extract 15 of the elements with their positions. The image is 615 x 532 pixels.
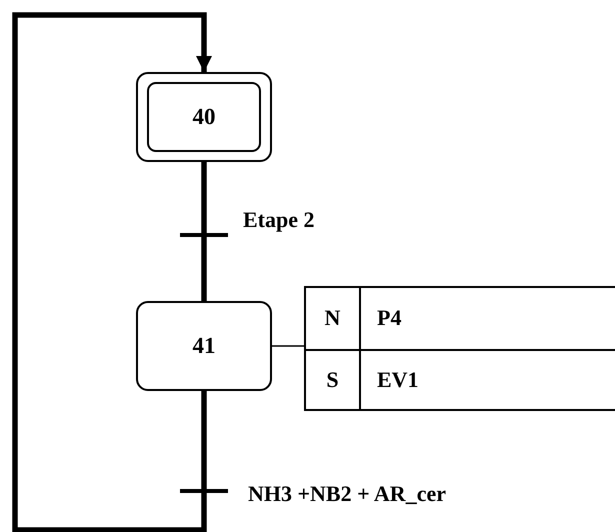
step-number: 40	[192, 104, 216, 130]
action-cell: P4	[359, 288, 615, 348]
transition-condition: NH3 +NB2 + AR_cer	[248, 483, 446, 505]
link-line	[201, 162, 207, 233]
qualifier-cell: S	[306, 348, 359, 409]
link-line	[272, 345, 304, 347]
qualifier-cell-text: N	[324, 304, 342, 332]
action-cell: EV1	[359, 348, 615, 409]
action-table	[304, 286, 615, 411]
initial-step-box	[136, 72, 272, 162]
link-line	[201, 391, 207, 489]
transition-condition: Etape 2	[243, 209, 314, 231]
link-line	[201, 237, 207, 301]
arrow	[12, 12, 212, 532]
step-box: 41	[136, 301, 272, 391]
